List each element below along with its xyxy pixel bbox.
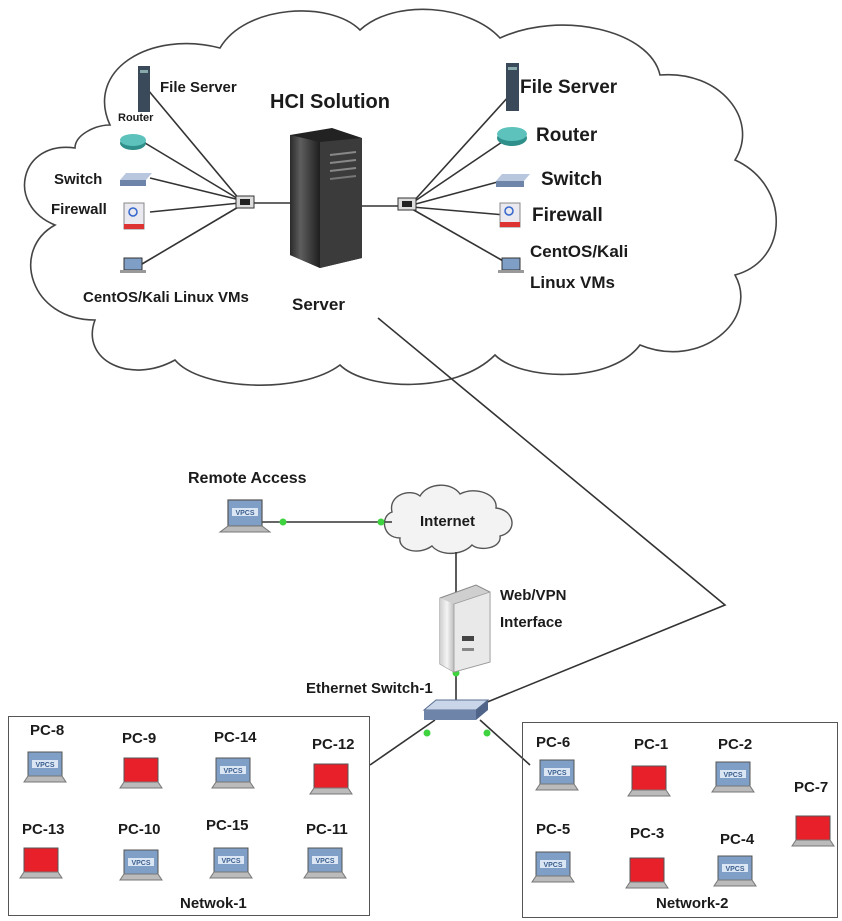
pc-label: PC-14 [214,729,257,746]
pc-active-icon [625,857,669,889]
pc-vpcs-icon: VPCS [211,757,255,789]
pc-label: PC-13 [22,821,65,838]
pc-vpcs-icon: VPCS [23,751,67,783]
pc-label: PC-3 [630,825,665,842]
left-switch-icon [120,173,152,186]
left-vms-label: CentOS/Kali Linux VMs [83,289,249,306]
pc-label: PC-8 [30,722,65,739]
internet-label: Internet [420,513,476,530]
vpcs-text: VPCS [131,860,150,867]
vpcs-text: VPCS [723,772,742,779]
hci-title: HCI Solution [270,91,390,113]
pc-active-icon [19,847,63,879]
left-firewall-label: Firewall [51,201,107,218]
pc-icons: VPCS VPCS VPCS VPCS VPCS VPCS VPCS VPCS VPCS [19,751,835,889]
pc-label: PC-1 [634,736,669,753]
right-switch-label: Switch [541,169,603,190]
remote-access-label: Remote Access [188,470,307,487]
network-2-name: Network-2 [656,895,729,912]
server-label: Server [292,295,345,314]
right-router-icon [497,127,527,146]
internet-cloud [383,484,513,555]
remote-access-laptop-icon: VPCS [218,499,272,533]
right-hub-icon [397,197,417,211]
vpcs-text: VPCS [223,768,242,775]
web-vpn-label-line2: Interface [500,614,563,631]
vpcs-text: VPCS [35,762,54,769]
pc-vpcs-icon: VPCS [713,855,757,887]
right-switch-icon [496,174,530,187]
left-hub-icon [235,195,255,209]
right-file-server-label: File Server [520,77,618,98]
left-file-server-label: File Server [160,79,237,96]
left-switch-label: Switch [54,171,103,188]
ethernet-switch-icon [422,699,490,720]
right-firewall-label: Firewall [532,205,603,226]
network-2-box [522,722,838,918]
right-vm-icon [498,257,524,273]
vpcs-text: VPCS [547,770,566,777]
left-firewall-icon [123,202,145,230]
pc-active-icon [309,763,353,795]
right-vms-label-line2: Linux VMs [530,273,616,292]
pc-label: PC-10 [118,821,161,838]
left-router-icon [120,134,146,150]
pc-label: PC-2 [718,736,753,753]
connection-lines [139,89,727,766]
pc-label: PC-4 [720,831,755,848]
pc-label: PC-11 [306,821,348,838]
pc-label: PC-7 [794,779,829,796]
left-router-label: Router [118,112,154,124]
pc-label: PC-12 [312,736,355,753]
right-firewall-icon [499,202,521,228]
web-vpn-label-line1: Web/VPN [500,587,567,604]
pc-label: PC-15 [206,817,249,834]
left-vm-icon [120,257,146,273]
vpcs-text: VPCS [235,510,254,517]
vpcs-text: VPCS [221,858,240,865]
pc-vpcs-icon: VPCS [119,849,163,881]
pc-active-icon [627,765,671,797]
pc-vpcs-icon: VPCS [209,847,253,879]
pc-active-icon [791,815,835,847]
pc-vpcs-icon: VPCS [535,759,579,791]
vpcs-text: VPCS [725,866,744,873]
web-vpn-server-icon [439,584,491,673]
link-dots [279,518,491,737]
right-router-label: Router [536,125,598,146]
left-file-server-icon [138,66,150,112]
right-file-server-icon [506,63,519,111]
hci-cloud [23,8,778,386]
network-1-box [8,716,370,916]
pc-vpcs-icon: VPCS [531,851,575,883]
vpcs-text: VPCS [543,862,562,869]
pc-active-icon [119,757,163,789]
pc-vpcs-icon: VPCS [711,761,755,793]
right-vms-label-line1: CentOS/Kali [530,242,629,261]
pc-vpcs-icon: VPCS [303,847,347,879]
ethernet-switch-label: Ethernet Switch-1 [306,680,433,697]
network-1-name: Netwok-1 [180,895,247,912]
pc-label: PC-5 [536,821,571,838]
pc-label: PC-9 [122,730,157,747]
server-tower-icon [290,128,362,268]
pc-label: PC-6 [536,734,571,751]
vpcs-text: VPCS [315,858,334,865]
